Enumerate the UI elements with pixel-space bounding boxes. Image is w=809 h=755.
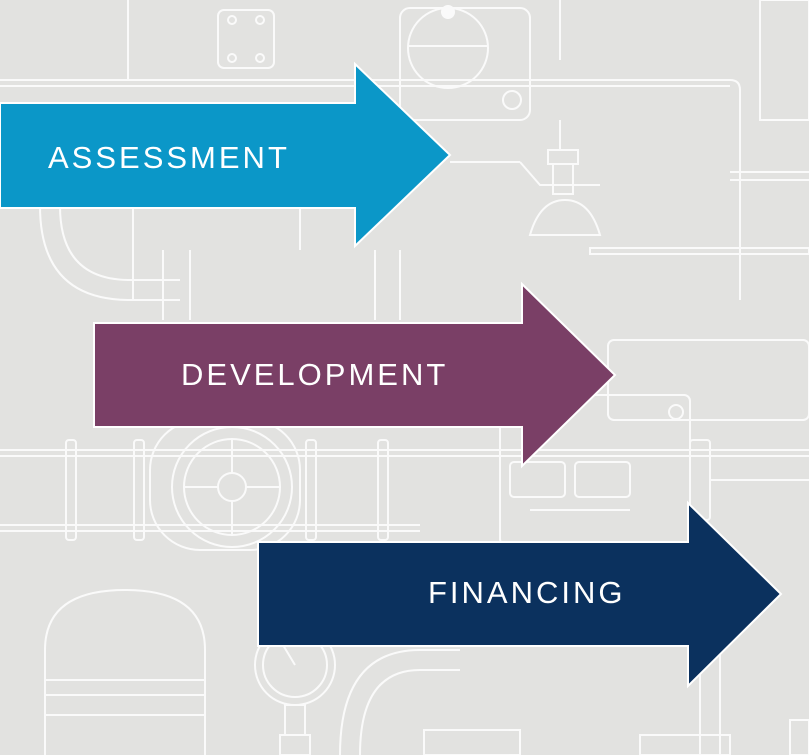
assessment-label: ASSESSMENT — [48, 140, 290, 175]
financing-label: FINANCING — [428, 575, 626, 610]
development-label: DEVELOPMENT — [181, 357, 449, 392]
